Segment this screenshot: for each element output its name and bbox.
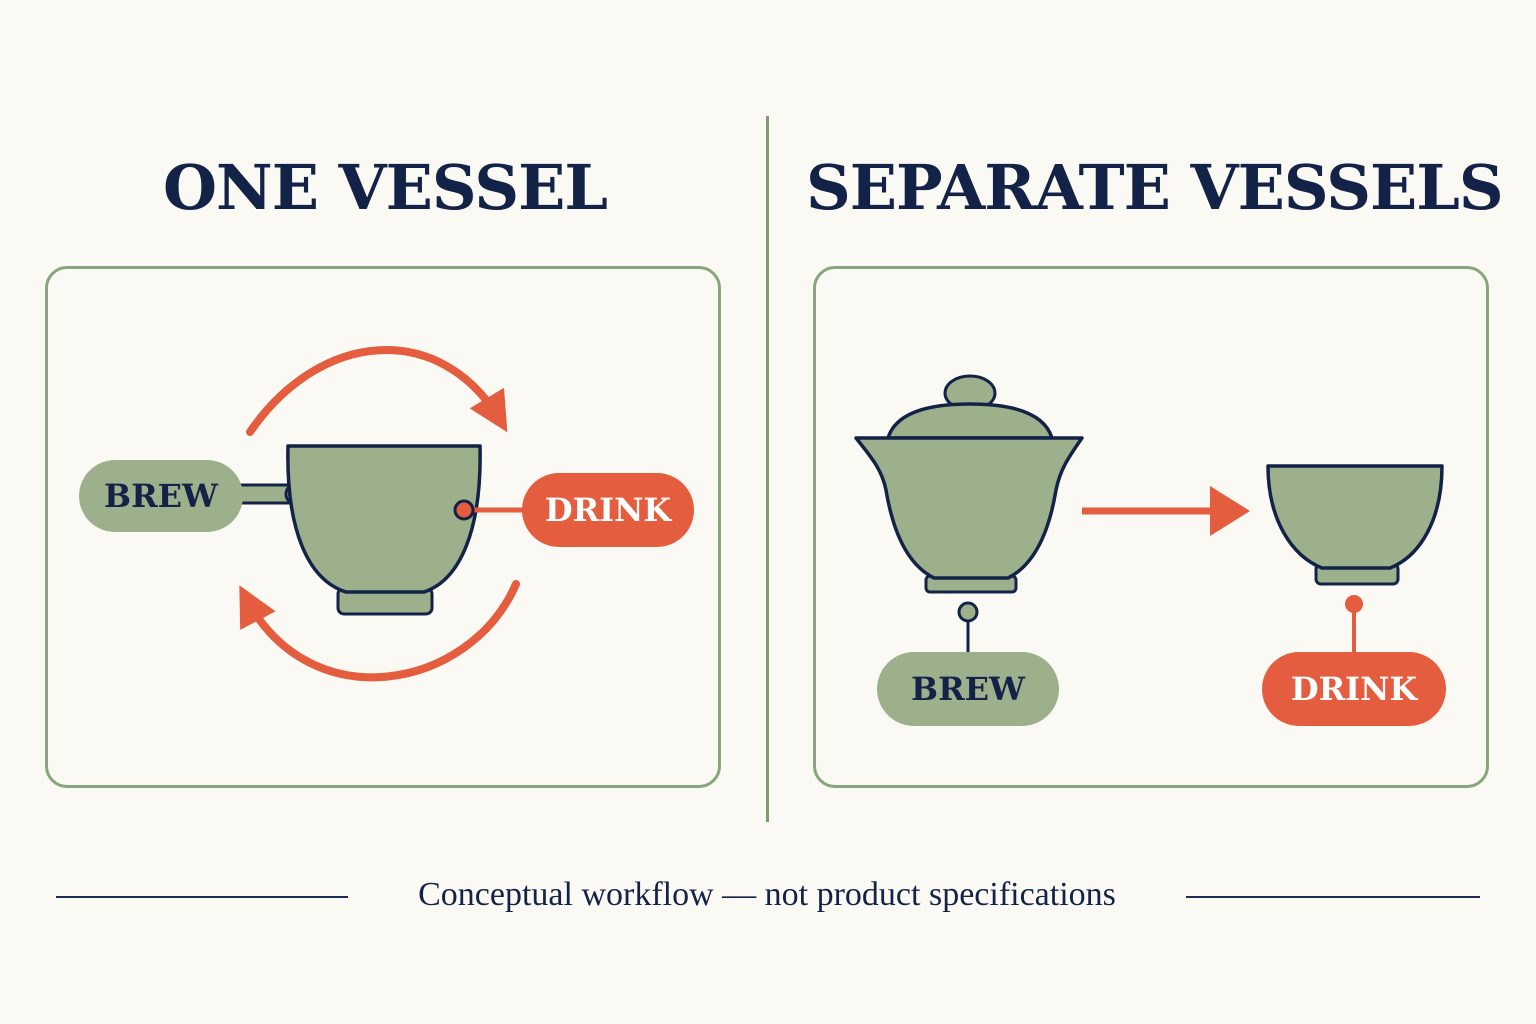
footer-rule-right bbox=[1186, 896, 1480, 898]
one-vessel-brew-pill: BREW bbox=[79, 460, 243, 532]
footer-caption: Conceptual workflow — not product specif… bbox=[418, 876, 1116, 913]
separate-vessels-drink-label: DRINK bbox=[1291, 670, 1419, 708]
separate-vessels-brew-label: BREW bbox=[911, 670, 1026, 708]
gaiwan-brew-connector bbox=[957, 601, 979, 652]
separate-vessels-drink-pill: DRINK bbox=[1262, 652, 1446, 726]
cycle-arrow-bottom bbox=[239, 580, 520, 682]
one-vessel-drink-pill: DRINK bbox=[522, 473, 694, 547]
separate-vessels-panel bbox=[813, 266, 1489, 788]
one-vessel-brew-label: BREW bbox=[104, 477, 219, 515]
teacup-icon bbox=[286, 444, 482, 616]
separate-vessels-title: SEPARATE VESSELS bbox=[806, 151, 1504, 224]
drinking-bowl-icon bbox=[1266, 464, 1444, 586]
footer-rule-left bbox=[56, 896, 348, 898]
center-divider bbox=[766, 116, 769, 822]
one-vessel-drink-label: DRINK bbox=[545, 491, 673, 529]
separate-vessels-brew-pill: BREW bbox=[877, 652, 1059, 726]
pour-arrow bbox=[1082, 486, 1250, 536]
gaiwan-icon bbox=[854, 374, 1084, 594]
cycle-arrow-top bbox=[246, 346, 508, 436]
one-vessel-title: ONE VESSEL bbox=[163, 151, 608, 224]
one-vessel-panel bbox=[45, 266, 721, 788]
bowl-drink-connector bbox=[1345, 595, 1363, 656]
drink-connector bbox=[453, 499, 526, 521]
